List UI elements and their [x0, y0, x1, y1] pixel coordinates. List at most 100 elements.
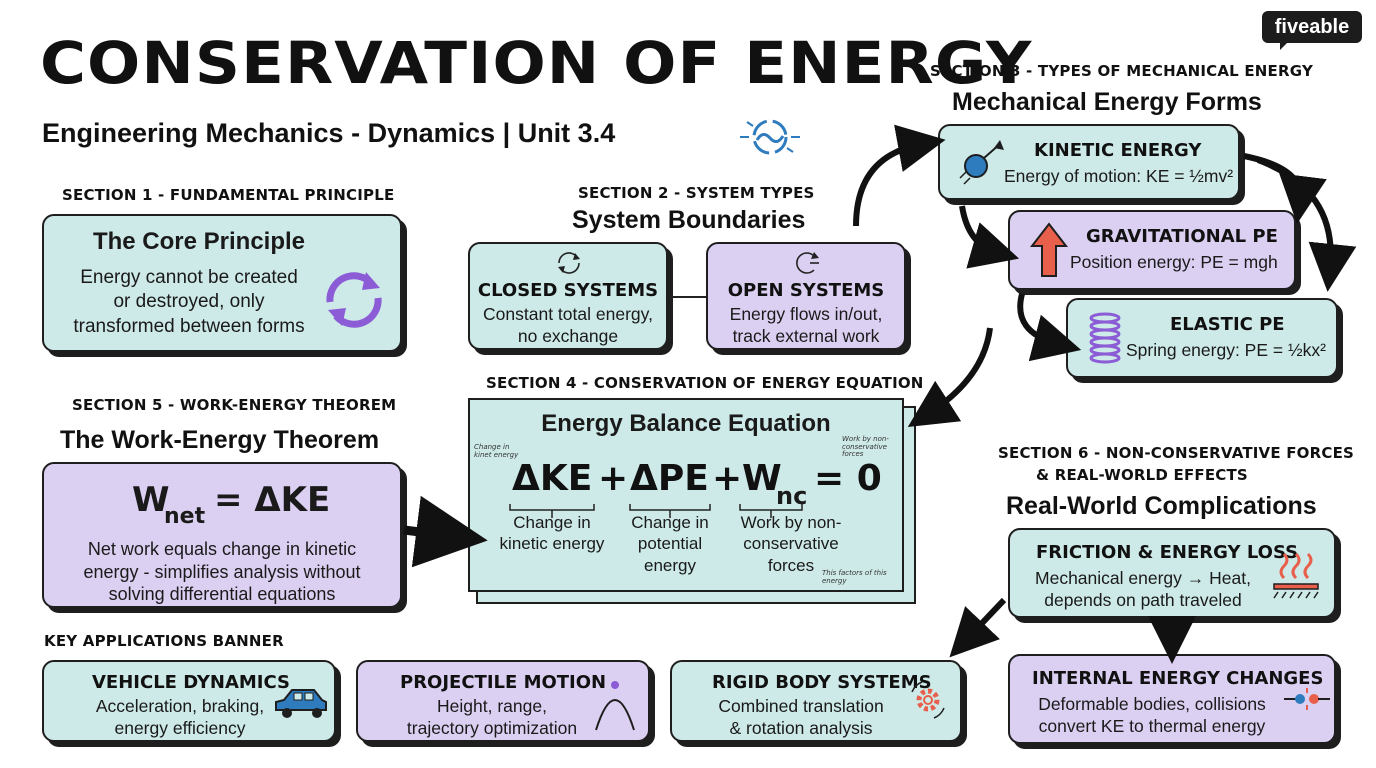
- logo-speech-tail: [1280, 40, 1290, 50]
- note-work-nonconservative: Work by non-conservative forces: [842, 435, 889, 459]
- closed-systems-card: CLOSED SYSTEMS Constant total energy, no…: [468, 242, 668, 350]
- elastic-pe-title: ELASTIC PE: [1170, 314, 1285, 335]
- gravitational-pe-title: GRAVITATIONAL PE: [1086, 226, 1278, 247]
- eq-delta-ke: ΔKE: [512, 458, 593, 499]
- friction-text-line1: Mechanical energy → Heat,: [1035, 568, 1251, 588]
- open-loop-icon: [796, 252, 819, 274]
- arrow-kinetic-to-gravitational: [959, 205, 1020, 269]
- core-principle-title: The Core Principle: [92, 228, 306, 255]
- fiveable-logo: fiveable: [1262, 11, 1362, 43]
- closed-systems-title: CLOSED SYSTEMS: [477, 280, 659, 301]
- energy-cycle-icon: [740, 119, 800, 155]
- label-pe-line3: energy: [644, 555, 696, 575]
- label-work-line2: conservative: [743, 534, 839, 554]
- open-systems-text-line1: Energy flows in/out,: [729, 304, 883, 324]
- section1-label: SECTION 1 - FUNDAMENTAL PRINCIPLE: [62, 186, 395, 204]
- work-energy-eq-rest: = ΔKE: [214, 480, 331, 520]
- up-arrow-icon: [1029, 222, 1069, 277]
- core-principle-card: The Core Principle Energy cannot be crea…: [42, 214, 402, 352]
- friction-title: FRICTION & ENERGY LOSS: [1036, 542, 1299, 563]
- equation-brackets: [509, 504, 803, 518]
- friction-text-line2: depends on path traveled: [1044, 589, 1242, 610]
- vehicle-dynamics-text-line1: Acceleration, braking,: [95, 696, 265, 716]
- kinetic-energy-title: KINETIC ENERGY: [1034, 140, 1202, 161]
- core-principle-text-line2: or destroyed, only: [113, 291, 265, 313]
- note-bottom: This factors of this energy: [822, 569, 887, 585]
- energy-balance-heading: Energy Balance Equation: [541, 410, 831, 437]
- projectile-motion-text-line1: Height, range,: [437, 696, 547, 716]
- open-systems-text-line2: track external work: [732, 325, 880, 346]
- work-energy-eq-sub: net: [164, 504, 206, 529]
- elastic-pe-text: Spring energy: PE = ½kx²: [1126, 340, 1326, 360]
- closed-systems-text-line1: Constant total energy,: [483, 304, 653, 324]
- gravitational-pe-card: GRAVITATIONAL PE Position energy: PE = m…: [1008, 210, 1296, 290]
- arrow-to-equation: [907, 327, 993, 427]
- arrow-friction-to-applications: [949, 597, 1007, 658]
- section3-heading: Mechanical Energy Forms: [952, 88, 1262, 116]
- rigid-body-text-line1: Combined translation: [718, 696, 884, 716]
- work-energy-text-line3: solving differential equations: [108, 584, 336, 604]
- label-ke-line1: Change in: [513, 513, 591, 532]
- rigid-body-title: RIGID BODY SYSTEMS: [712, 672, 932, 693]
- gravitational-pe-text: Position energy: PE = mgh: [1070, 252, 1278, 272]
- label-ke-line2: kinetic energy: [499, 534, 605, 554]
- rigid-body-card: RIGID BODY SYSTEMS Combined translation …: [670, 660, 962, 742]
- projectile-motion-card: PROJECTILE MOTION Height, range, traject…: [356, 660, 650, 742]
- section3-label: SECTION 3 - TYPES OF MECHANICAL ENERGY: [930, 62, 1314, 80]
- work-energy-text-line1: Net work equals change in kinetic: [87, 539, 357, 559]
- rigid-body-text-line2: & rotation analysis: [729, 717, 873, 738]
- projectile-motion-text-line2: trajectory optimization: [406, 717, 578, 738]
- kinetic-energy-text: Energy of motion: KE = ½mv²: [1004, 166, 1234, 186]
- moving-ball-icon: [959, 140, 1004, 185]
- section6-label-line2: & REAL-WORLD EFFECTS: [1036, 466, 1248, 484]
- core-principle-text-line1: Energy cannot be created: [80, 267, 298, 288]
- internal-energy-title: INTERNAL ENERGY CHANGES: [1032, 668, 1324, 689]
- arrow-gravitational-to-elastic: [1017, 293, 1082, 362]
- label-work-line1: Work by non-: [740, 513, 842, 532]
- recycle-arrows-icon: [326, 272, 382, 328]
- trajectory-icon: [595, 681, 635, 731]
- arrow-work-energy-to-equation: [403, 495, 488, 568]
- vehicle-dynamics-card: VEHICLE DYNAMICS Acceleration, braking, …: [42, 660, 336, 742]
- internal-energy-text-line1: Deformable bodies, collisions: [1038, 694, 1266, 714]
- work-energy-text-line2: energy - simplifies analysis without: [83, 561, 361, 582]
- gear-rotation-icon: [911, 681, 945, 719]
- friction-card: FRICTION & ENERGY LOSS Mechanical energy…: [1008, 528, 1336, 618]
- vehicle-dynamics-title: VEHICLE DYNAMICS: [92, 672, 291, 693]
- section6-heading: Real-World Complications: [1006, 492, 1317, 520]
- internal-energy-text-line2: convert KE to thermal energy: [1038, 715, 1266, 736]
- label-work-line3: forces: [767, 555, 815, 575]
- eq-plus-2: +: [712, 458, 743, 499]
- eq-delta-pe: ΔPE: [630, 458, 709, 499]
- kinetic-energy-card: KINETIC ENERGY Energy of motion: KE = ½m…: [938, 124, 1240, 200]
- section2-heading: System Boundaries: [572, 206, 806, 234]
- section5-label: SECTION 5 - WORK-ENERGY THEOREM: [72, 396, 397, 414]
- core-principle-text-line3: transformed between forms: [73, 315, 305, 337]
- note-change-ke: Change in kinet energy: [474, 443, 519, 459]
- work-energy-card: W net = ΔKE Net work equals change in ki…: [42, 462, 402, 608]
- open-systems-card: OPEN SYSTEMS Energy flows in/out, track …: [706, 242, 906, 350]
- arrow-kinetic-loop: [1256, 157, 1357, 292]
- eq-equals-zero: = 0: [814, 458, 882, 499]
- eq-plus-1: +: [598, 458, 629, 499]
- heat-icon: [1273, 552, 1319, 599]
- section6-label-line1: SECTION 6 - NON-CONSERVATIVE FORCES: [998, 444, 1355, 462]
- label-pe-line1: Change in: [631, 513, 709, 532]
- section4-label: SECTION 4 - CONSERVATION OF ENERGY EQUAT…: [486, 374, 924, 392]
- section2-label: SECTION 2 - SYSTEM TYPES: [578, 184, 815, 202]
- page-title: CONSERVATION OF ENERGY: [40, 29, 1033, 97]
- energy-balance-card: Energy Balance Equation Change in kinet …: [468, 398, 904, 592]
- label-pe-line2: potential: [637, 534, 703, 554]
- vehicle-dynamics-text-line2: energy efficiency: [114, 717, 246, 738]
- page-subtitle: Engineering Mechanics - Dynamics | Unit …: [42, 118, 616, 148]
- eq-work: W: [742, 458, 782, 499]
- applications-label: KEY APPLICATIONS BANNER: [44, 632, 284, 650]
- projectile-motion-title: PROJECTILE MOTION: [400, 672, 607, 693]
- arrow-to-kinetic: [853, 124, 946, 227]
- closed-systems-text-line2: no exchange: [517, 325, 619, 346]
- collision-icon: [1284, 688, 1330, 710]
- work-energy-eq-w: W: [132, 480, 170, 520]
- elastic-pe-card: ELASTIC PE Spring energy: PE = ½kx²: [1066, 298, 1338, 378]
- system-connector-line: [670, 296, 706, 298]
